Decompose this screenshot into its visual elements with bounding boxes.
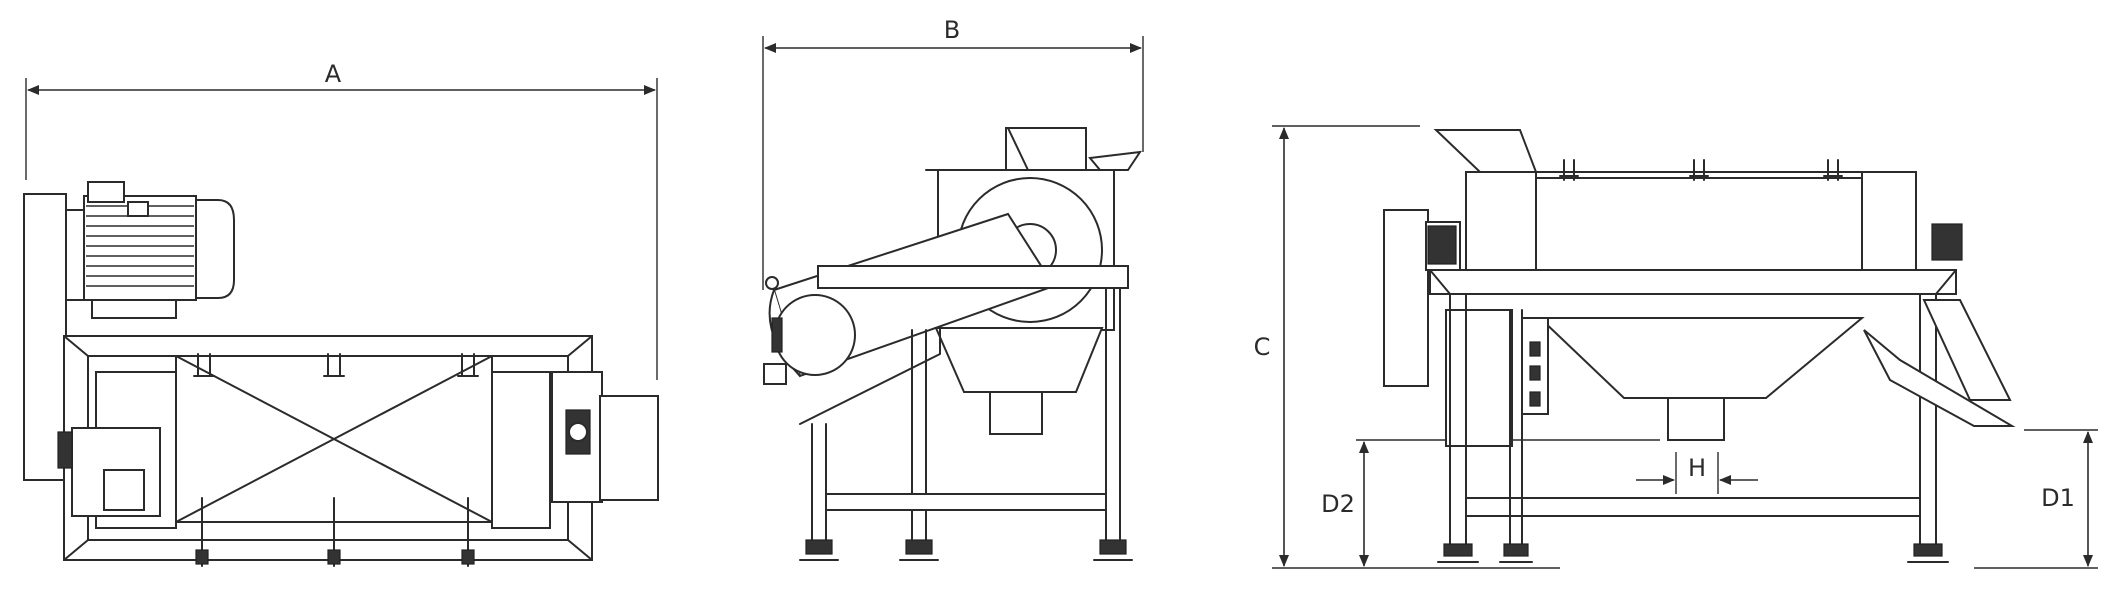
- bearing-right: [551, 371, 659, 503]
- side-view: C D2 D1 H: [1254, 125, 2098, 569]
- dimension-label-c: C: [1254, 333, 1271, 361]
- pins-bottom: [195, 497, 475, 567]
- dimension-label-a: A: [325, 60, 342, 88]
- tank-body: [1535, 159, 1963, 271]
- hopper-cone-end: [934, 327, 1104, 435]
- dimension-c: C: [1254, 125, 1560, 569]
- dimension-label-h: H: [1688, 454, 1706, 482]
- dimension-label-d2: D2: [1321, 490, 1355, 518]
- dimension-label-b: B: [944, 16, 960, 44]
- end-frame: [799, 265, 1133, 561]
- brackets-top: [193, 353, 479, 377]
- dimension-a: A: [25, 60, 658, 380]
- dimension-d2: D2: [1321, 439, 1660, 567]
- inlet-chute: [1433, 129, 1538, 271]
- motor: [23, 181, 235, 481]
- belt-guard: [763, 212, 1056, 385]
- dimension-d1: D1: [1974, 429, 2098, 569]
- discharge-chute: [1863, 299, 2016, 427]
- side-feet: [1437, 543, 1949, 563]
- inlet-box: [57, 427, 161, 517]
- hopper-side: [1521, 317, 1865, 441]
- dimension-label-d1: D1: [2041, 484, 2075, 512]
- dimension-b: B: [762, 16, 1144, 290]
- dimension-h: H: [1636, 452, 1758, 494]
- top-view: A: [23, 60, 659, 567]
- end-view: B: [762, 16, 1144, 561]
- motor-side: [1383, 209, 1513, 447]
